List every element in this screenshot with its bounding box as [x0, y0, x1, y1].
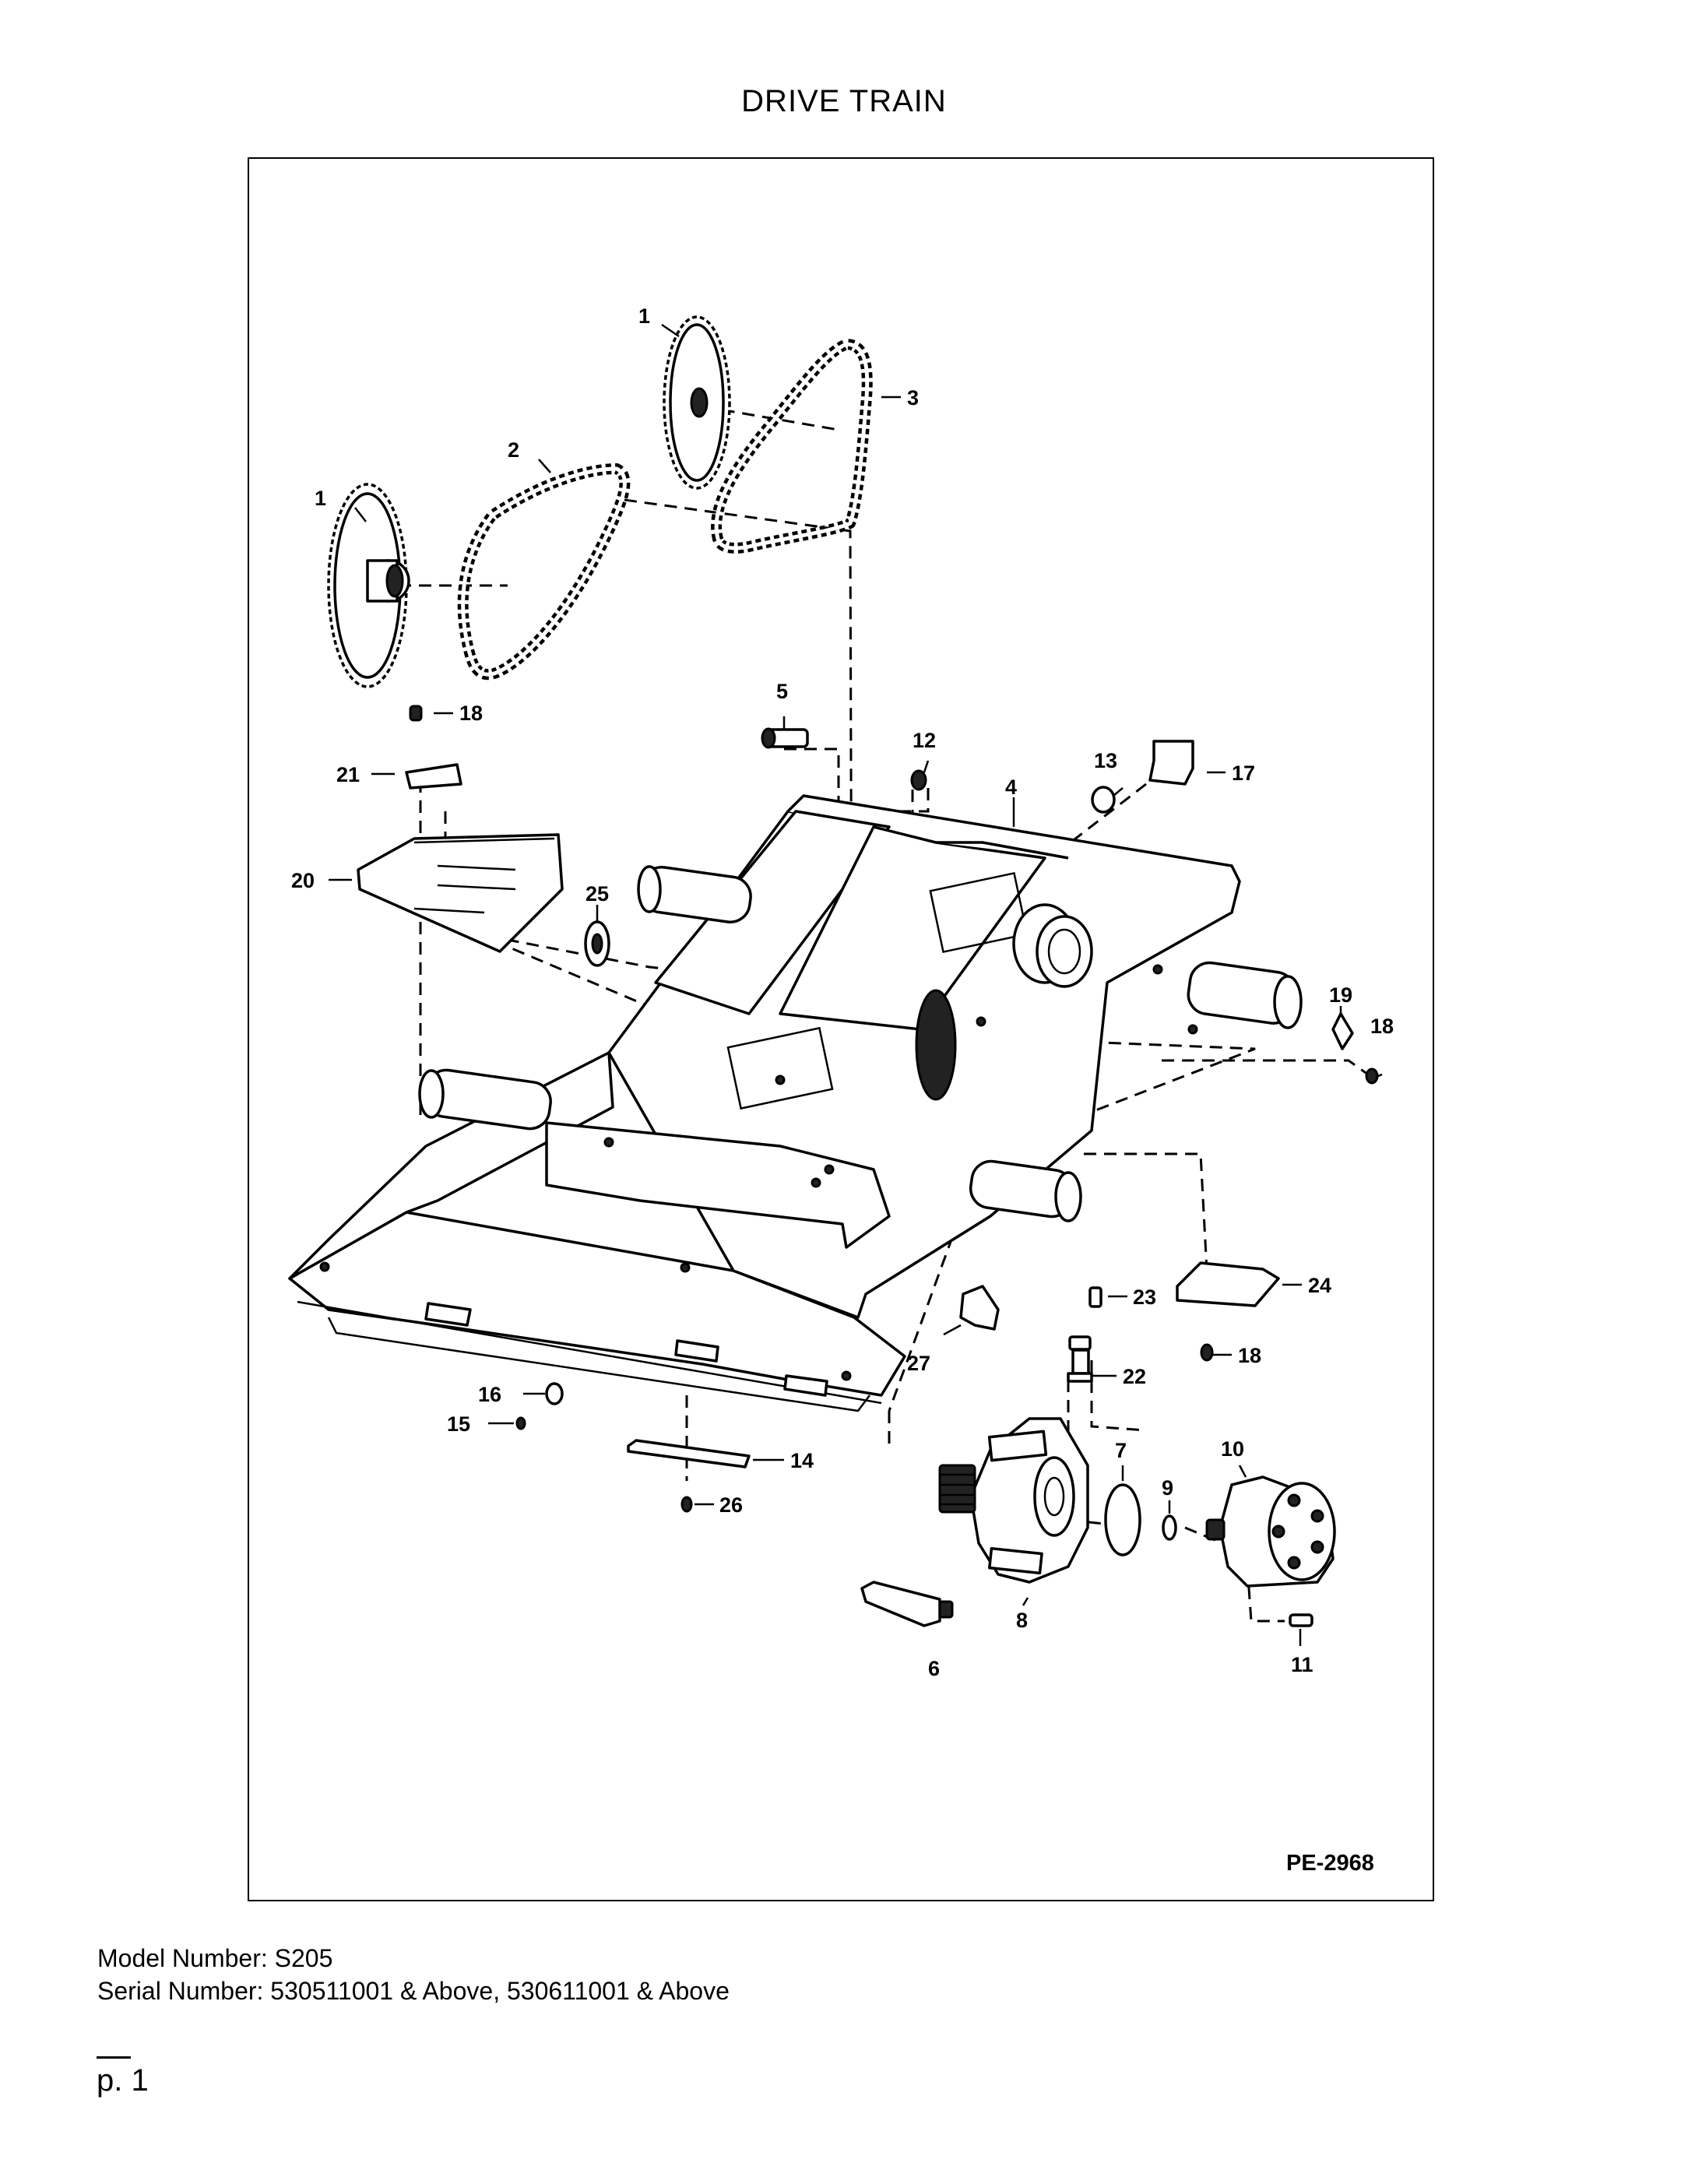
bolt-11 — [1289, 1613, 1313, 1627]
sprocket-large — [327, 483, 410, 688]
serial-number: Serial Number: 530511001 & Above, 530611… — [97, 1977, 730, 2005]
drive-chain-front — [457, 463, 631, 681]
callout-labels: 1 1 2 3 4 5 12 13 17 18 21 20 25 19 18 2… — [291, 304, 1394, 1876]
callout-10: 10 — [1221, 1437, 1244, 1461]
bolt-5 — [761, 727, 809, 749]
exploded-parts-diagram: 1 1 2 3 4 5 12 13 17 18 21 20 25 19 18 2… — [288, 304, 1394, 1876]
axle-tube-rear-left — [637, 865, 752, 923]
strip-14 — [627, 1439, 751, 1468]
washer-16 — [545, 1382, 564, 1405]
callout-leaders — [329, 323, 1383, 1646]
plate-24 — [1176, 1261, 1280, 1307]
bolt-15 — [515, 1416, 526, 1430]
callout-6: 6 — [928, 1657, 940, 1680]
callout-3: 3 — [907, 386, 919, 410]
callout-15: 15 — [447, 1412, 470, 1436]
model-serial-info: Model Number: S205 Serial Number: 530511… — [97, 1942, 730, 2007]
chaincase-frame — [288, 794, 1303, 1412]
chaincase-cover — [357, 833, 564, 953]
drawing-code: PE-2968 — [1286, 1851, 1374, 1876]
bolt-18-upper — [409, 705, 423, 722]
callout-7: 7 — [1115, 1439, 1127, 1462]
clip-17 — [1148, 740, 1194, 786]
bolt-23 — [1088, 1286, 1102, 1308]
callout-5: 5 — [776, 680, 788, 703]
callout-20: 20 — [291, 869, 315, 892]
callout-18-upper: 18 — [459, 702, 483, 725]
frame-bolt-holes — [319, 964, 1198, 1381]
callout-23: 23 — [1133, 1285, 1156, 1309]
bearing-housing — [1012, 903, 1093, 988]
callout-13: 13 — [1094, 749, 1117, 772]
callout-14: 14 — [790, 1449, 814, 1472]
callout-16: 16 — [478, 1383, 501, 1406]
axle-tube-front-right — [969, 1159, 1082, 1222]
bolt-26 — [680, 1496, 693, 1513]
diagram-frame: 1 1 2 3 4 5 12 13 17 18 21 20 25 19 18 2… — [248, 157, 1434, 1901]
callout-22: 22 — [1123, 1365, 1146, 1388]
page-number-rule — [97, 2056, 131, 2059]
callout-18-right: 18 — [1370, 1015, 1394, 1038]
axle-tube-rear-right — [1187, 961, 1303, 1029]
callout-8: 8 — [1016, 1609, 1028, 1632]
callout-11: 11 — [1291, 1653, 1313, 1676]
nut-12 — [910, 769, 927, 791]
nut-13 — [1091, 786, 1116, 814]
page-number: p. 1 — [97, 2063, 149, 2098]
gearbox-spline — [938, 1464, 976, 1514]
callout-9: 9 — [1162, 1476, 1173, 1500]
callout-2: 2 — [508, 438, 519, 462]
callout-1-lower: 1 — [315, 487, 326, 510]
callout-12: 12 — [913, 729, 936, 752]
hydraulic-motor-10 — [1205, 1475, 1336, 1588]
sprocket-small — [663, 315, 731, 490]
spacer-27 — [959, 1285, 1000, 1331]
bolt-18-right — [1365, 1067, 1379, 1085]
callout-24: 24 — [1308, 1274, 1331, 1297]
model-number: Model Number: S205 — [97, 1944, 333, 1972]
washer-25 — [584, 920, 610, 967]
drive-chain-rear — [711, 339, 873, 554]
callout-18-lower: 18 — [1238, 1344, 1261, 1367]
callout-26: 26 — [719, 1493, 743, 1517]
axle-tube-front-left — [418, 1068, 552, 1131]
callout-25: 25 — [586, 882, 609, 906]
callout-19: 19 — [1329, 983, 1352, 1007]
callout-17: 17 — [1232, 761, 1255, 785]
seal-9 — [1162, 1514, 1177, 1541]
gearbox-8 — [938, 1417, 1089, 1584]
sealant-tube-6 — [860, 1581, 954, 1627]
callout-4: 4 — [1005, 775, 1017, 799]
fitting-22 — [1067, 1335, 1093, 1383]
page-title: DRIVE TRAIN — [741, 84, 947, 118]
o-ring-7 — [1104, 1483, 1141, 1556]
callout-27: 27 — [907, 1352, 930, 1375]
callout-21: 21 — [336, 763, 360, 786]
bolt-18-lower — [1200, 1343, 1214, 1362]
cover-bracket — [405, 763, 462, 790]
pin-19 — [1331, 1012, 1354, 1050]
callout-1-upper: 1 — [638, 304, 650, 328]
